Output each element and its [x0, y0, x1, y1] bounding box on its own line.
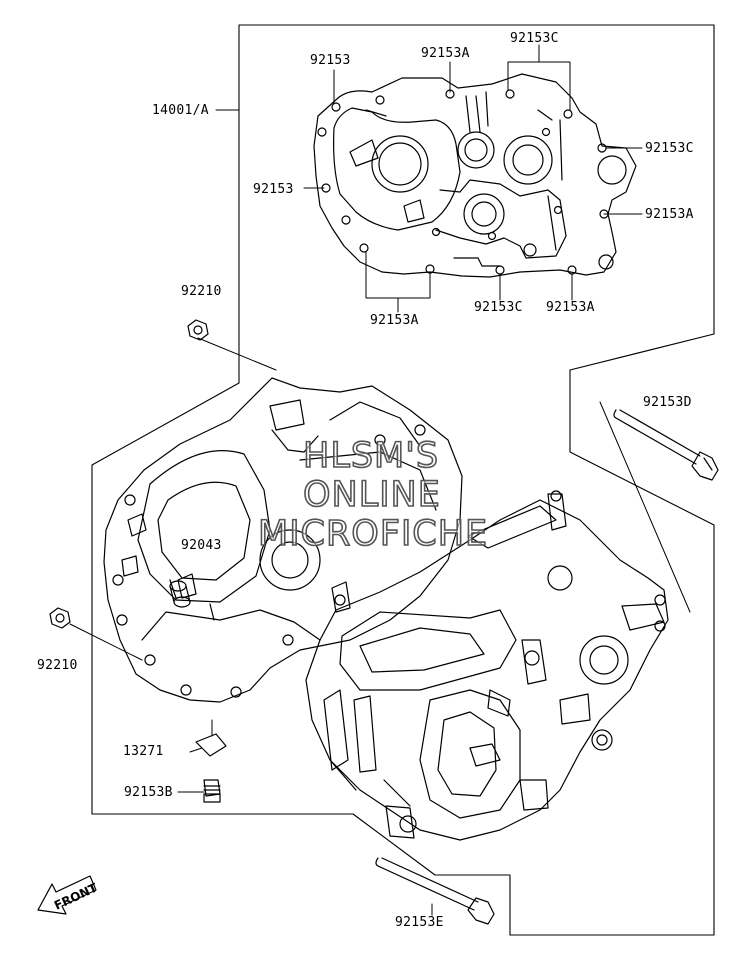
watermark-line-1: HLSM'S [302, 436, 440, 476]
part-label-92153-top[interactable]: 92153 [310, 53, 351, 68]
part-label-92210-left[interactable]: 92210 [37, 658, 78, 673]
dowel-92043 [169, 580, 191, 608]
right-crankcase-face [313, 73, 637, 278]
nut-92210-left [49, 607, 143, 661]
main-crankcase-body [305, 490, 669, 841]
part-label-92153a-bottom[interactable]: 92153A [370, 313, 419, 328]
top-leader-lines [197, 44, 643, 371]
bolt-92153b [177, 779, 221, 803]
part-label-92153d[interactable]: 92153D [643, 395, 692, 410]
part-label-92153c-top[interactable]: 92153C [510, 31, 559, 46]
watermark-line-3: MICROFICHE [257, 514, 489, 554]
part-label-92153a-right[interactable]: 92153A [645, 207, 694, 222]
part-label-92153e[interactable]: 92153E [395, 915, 444, 930]
assembly-boundary-line [91, 24, 715, 936]
part-label-14001a[interactable]: 14001/A [152, 103, 209, 118]
front-arrow-icon [37, 875, 97, 915]
left-crankcase [103, 377, 463, 703]
part-label-92153a-bottom-right[interactable]: 92153A [546, 300, 595, 315]
part-label-13271[interactable]: 13271 [123, 744, 164, 759]
part-label-92043[interactable]: 92043 [181, 538, 222, 553]
part-label-92153c-right[interactable]: 92153C [645, 141, 694, 156]
part-label-92153a-top[interactable]: 92153A [421, 46, 470, 61]
part-label-92153-left[interactable]: 92153 [253, 182, 294, 197]
part-label-92210-top[interactable]: 92210 [181, 284, 222, 299]
part-label-92153b[interactable]: 92153B [124, 785, 173, 800]
nut-92210-top [187, 319, 209, 341]
plate-13271 [189, 719, 227, 757]
bolt-92153d [599, 401, 719, 613]
part-label-92153c-bottom[interactable]: 92153C [474, 300, 523, 315]
bolt-92153e [375, 857, 495, 925]
watermark-line-2: ONLINE [302, 475, 441, 515]
